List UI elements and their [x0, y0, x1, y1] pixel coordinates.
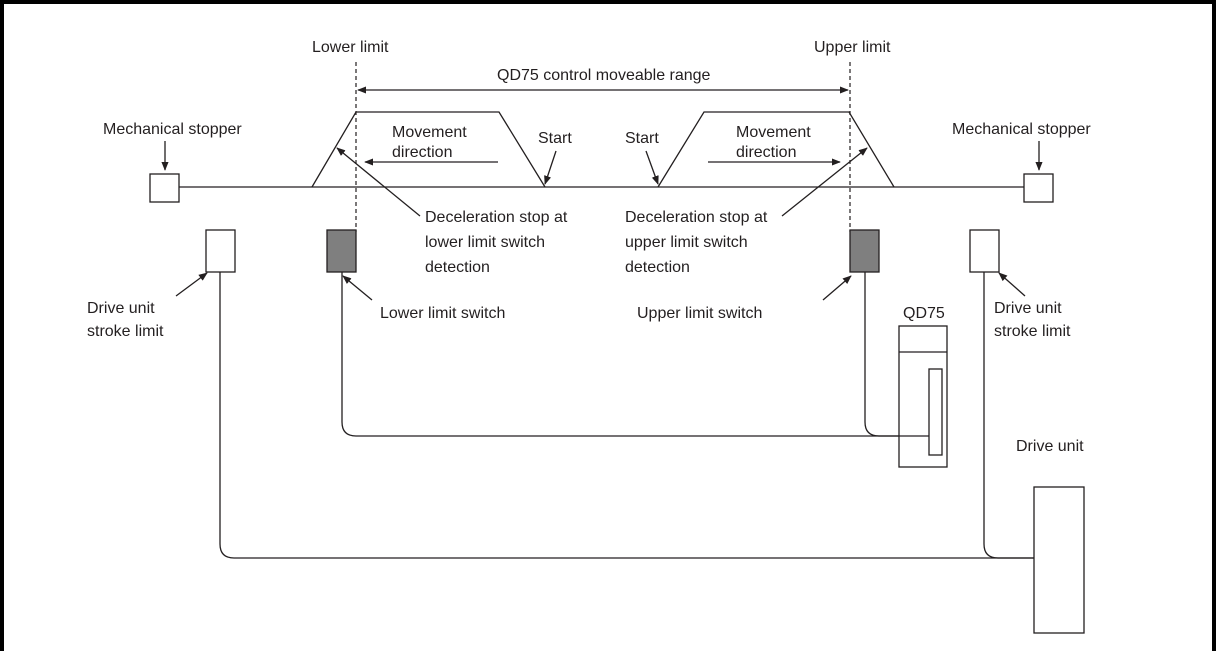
decel-lower-pointer: [336, 147, 421, 217]
lower-limit-switch-label: Lower limit switch: [380, 305, 505, 322]
upper-switch-pointer: [822, 275, 852, 301]
drive-unit: [1033, 486, 1085, 634]
mechanical-stopper-left-label: Mechanical stopper: [103, 121, 242, 138]
movement-right-line1: Movement: [736, 124, 811, 141]
stroke-limit-left-pointer: [175, 272, 208, 297]
movement-left-line1: Movement: [392, 124, 467, 141]
movement-right-line2: direction: [736, 144, 796, 161]
qd75-connector: [928, 368, 943, 456]
start-left-label: Start: [538, 130, 572, 147]
stroke-limit-left: [205, 229, 236, 273]
lower-switch-wire: [341, 272, 929, 437]
stroke-limit-left-line2: stroke limit: [87, 323, 164, 340]
decel-lower-line1: Deceleration stop at: [425, 209, 568, 226]
mechanical-stopper-right-label: Mechanical stopper: [952, 121, 1091, 138]
decel-lower-line3: detection: [425, 259, 490, 276]
start-right-pointer: [645, 150, 659, 185]
moveable-range-label: QD75 control moveable range: [497, 67, 711, 84]
drive-unit-label: Drive unit: [1016, 438, 1084, 455]
stroke-limit-right-line2: stroke limit: [994, 323, 1071, 340]
stroke-limit-left-wire: [219, 272, 1034, 559]
upper-limit-switch: [849, 229, 880, 273]
stroke-limit-right-line1: Drive unit: [994, 300, 1062, 317]
start-right-label: Start: [625, 130, 659, 147]
decel-upper-line3: detection: [625, 259, 690, 276]
lower-limit-switch: [326, 229, 357, 273]
decel-upper-line1: Deceleration stop at: [625, 209, 768, 226]
upper-limit-label: Upper limit: [814, 39, 891, 56]
decel-lower-line2: lower limit switch: [425, 234, 545, 251]
stroke-limit-left-line1: Drive unit: [87, 300, 155, 317]
decel-upper-pointer: [781, 147, 868, 217]
speed-profile-right: [657, 111, 895, 188]
stroke-limit-right-pointer: [998, 272, 1026, 297]
lower-switch-pointer: [342, 275, 373, 301]
start-left-pointer: [544, 150, 557, 185]
mechanical-stopper-left: [149, 173, 180, 203]
lower-limit-label: Lower limit: [312, 39, 389, 56]
upper-limit-switch-label: Upper limit switch: [637, 305, 762, 322]
speed-profile-left: [311, 111, 546, 188]
movement-left-line2: direction: [392, 144, 452, 161]
decel-upper-line2: upper limit switch: [625, 234, 748, 251]
qd75-label: QD75: [903, 305, 945, 322]
stroke-limit-right-wire: [983, 272, 1034, 559]
upper-switch-wire: [864, 272, 899, 437]
mechanical-stopper-right: [1023, 173, 1054, 203]
stroke-limit-right: [969, 229, 1000, 273]
